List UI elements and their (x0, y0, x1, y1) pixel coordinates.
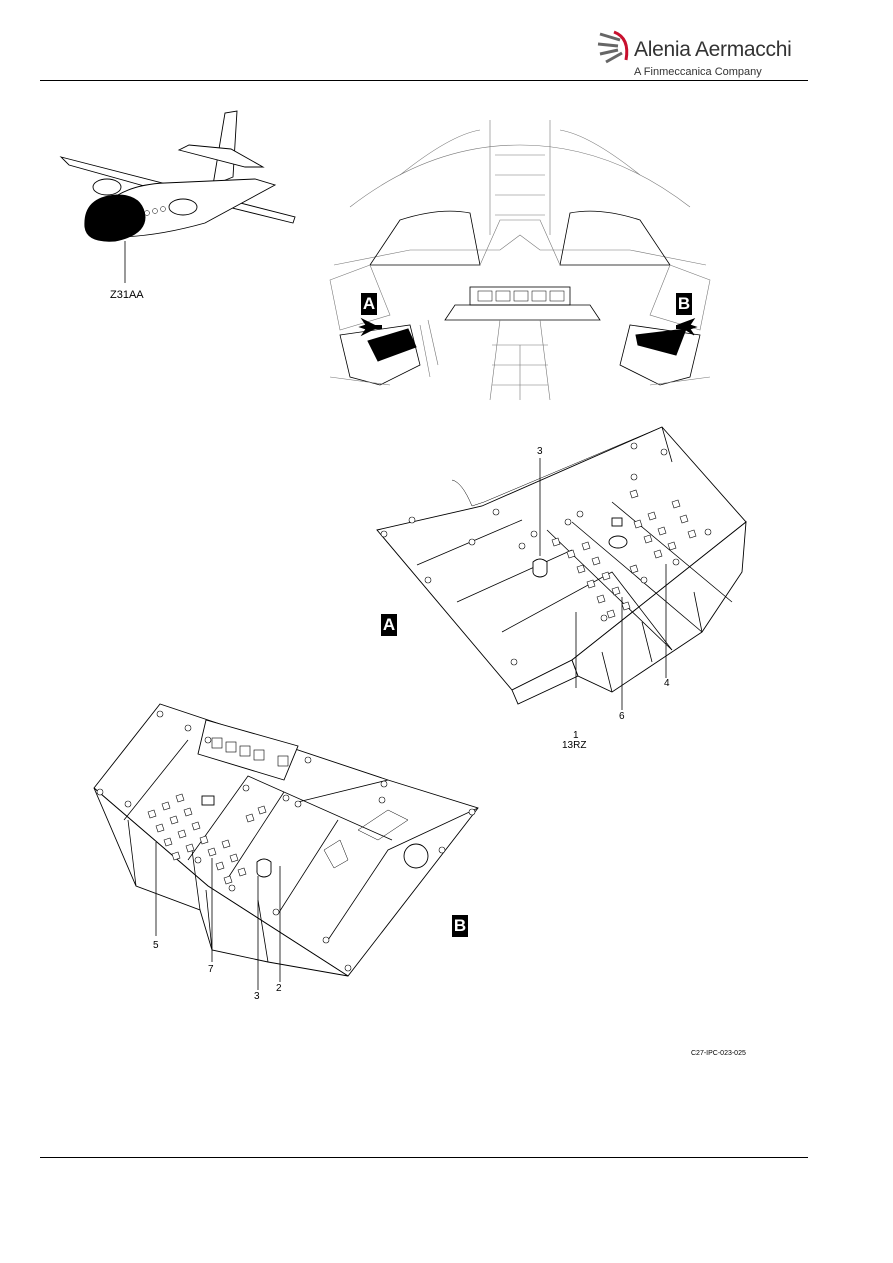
callout-a-6: 6 (619, 711, 625, 722)
callout-a-3: 3 (537, 446, 543, 457)
figure-id: C27-IPC-023-025 (691, 1050, 746, 1057)
brand-logo: Alenia Aermacchi A Finmeccanica Company (596, 22, 816, 82)
footer-rule (40, 1157, 808, 1158)
callout-a-1-ref: 13RZ (562, 740, 587, 751)
callout-a-4: 4 (664, 678, 670, 689)
callout-b-2: 2 (276, 983, 282, 994)
view-b-tag-overview: B (676, 293, 692, 315)
view-a-tag-overview: A (361, 293, 377, 315)
brand-subtitle: A Finmeccanica Company (634, 66, 762, 78)
callout-b-5: 5 (153, 940, 159, 951)
zone-label: Z31AA (110, 289, 144, 301)
brand-name: Alenia Aermacchi (634, 38, 792, 61)
detail-b-right-console (93, 703, 479, 990)
cockpit-overview-illustration (329, 120, 711, 401)
logo-swoosh-icon (597, 30, 629, 64)
callout-b-7: 7 (208, 964, 214, 975)
aircraft-locator-illustration (59, 110, 296, 283)
header-rule (40, 80, 808, 81)
view-a-tag-detail: A (381, 614, 397, 636)
detail-a-left-console (376, 426, 747, 710)
callout-b-3: 3 (254, 991, 260, 1002)
callout-a-1: 1 (573, 730, 579, 741)
view-b-tag-detail: B (452, 915, 468, 937)
